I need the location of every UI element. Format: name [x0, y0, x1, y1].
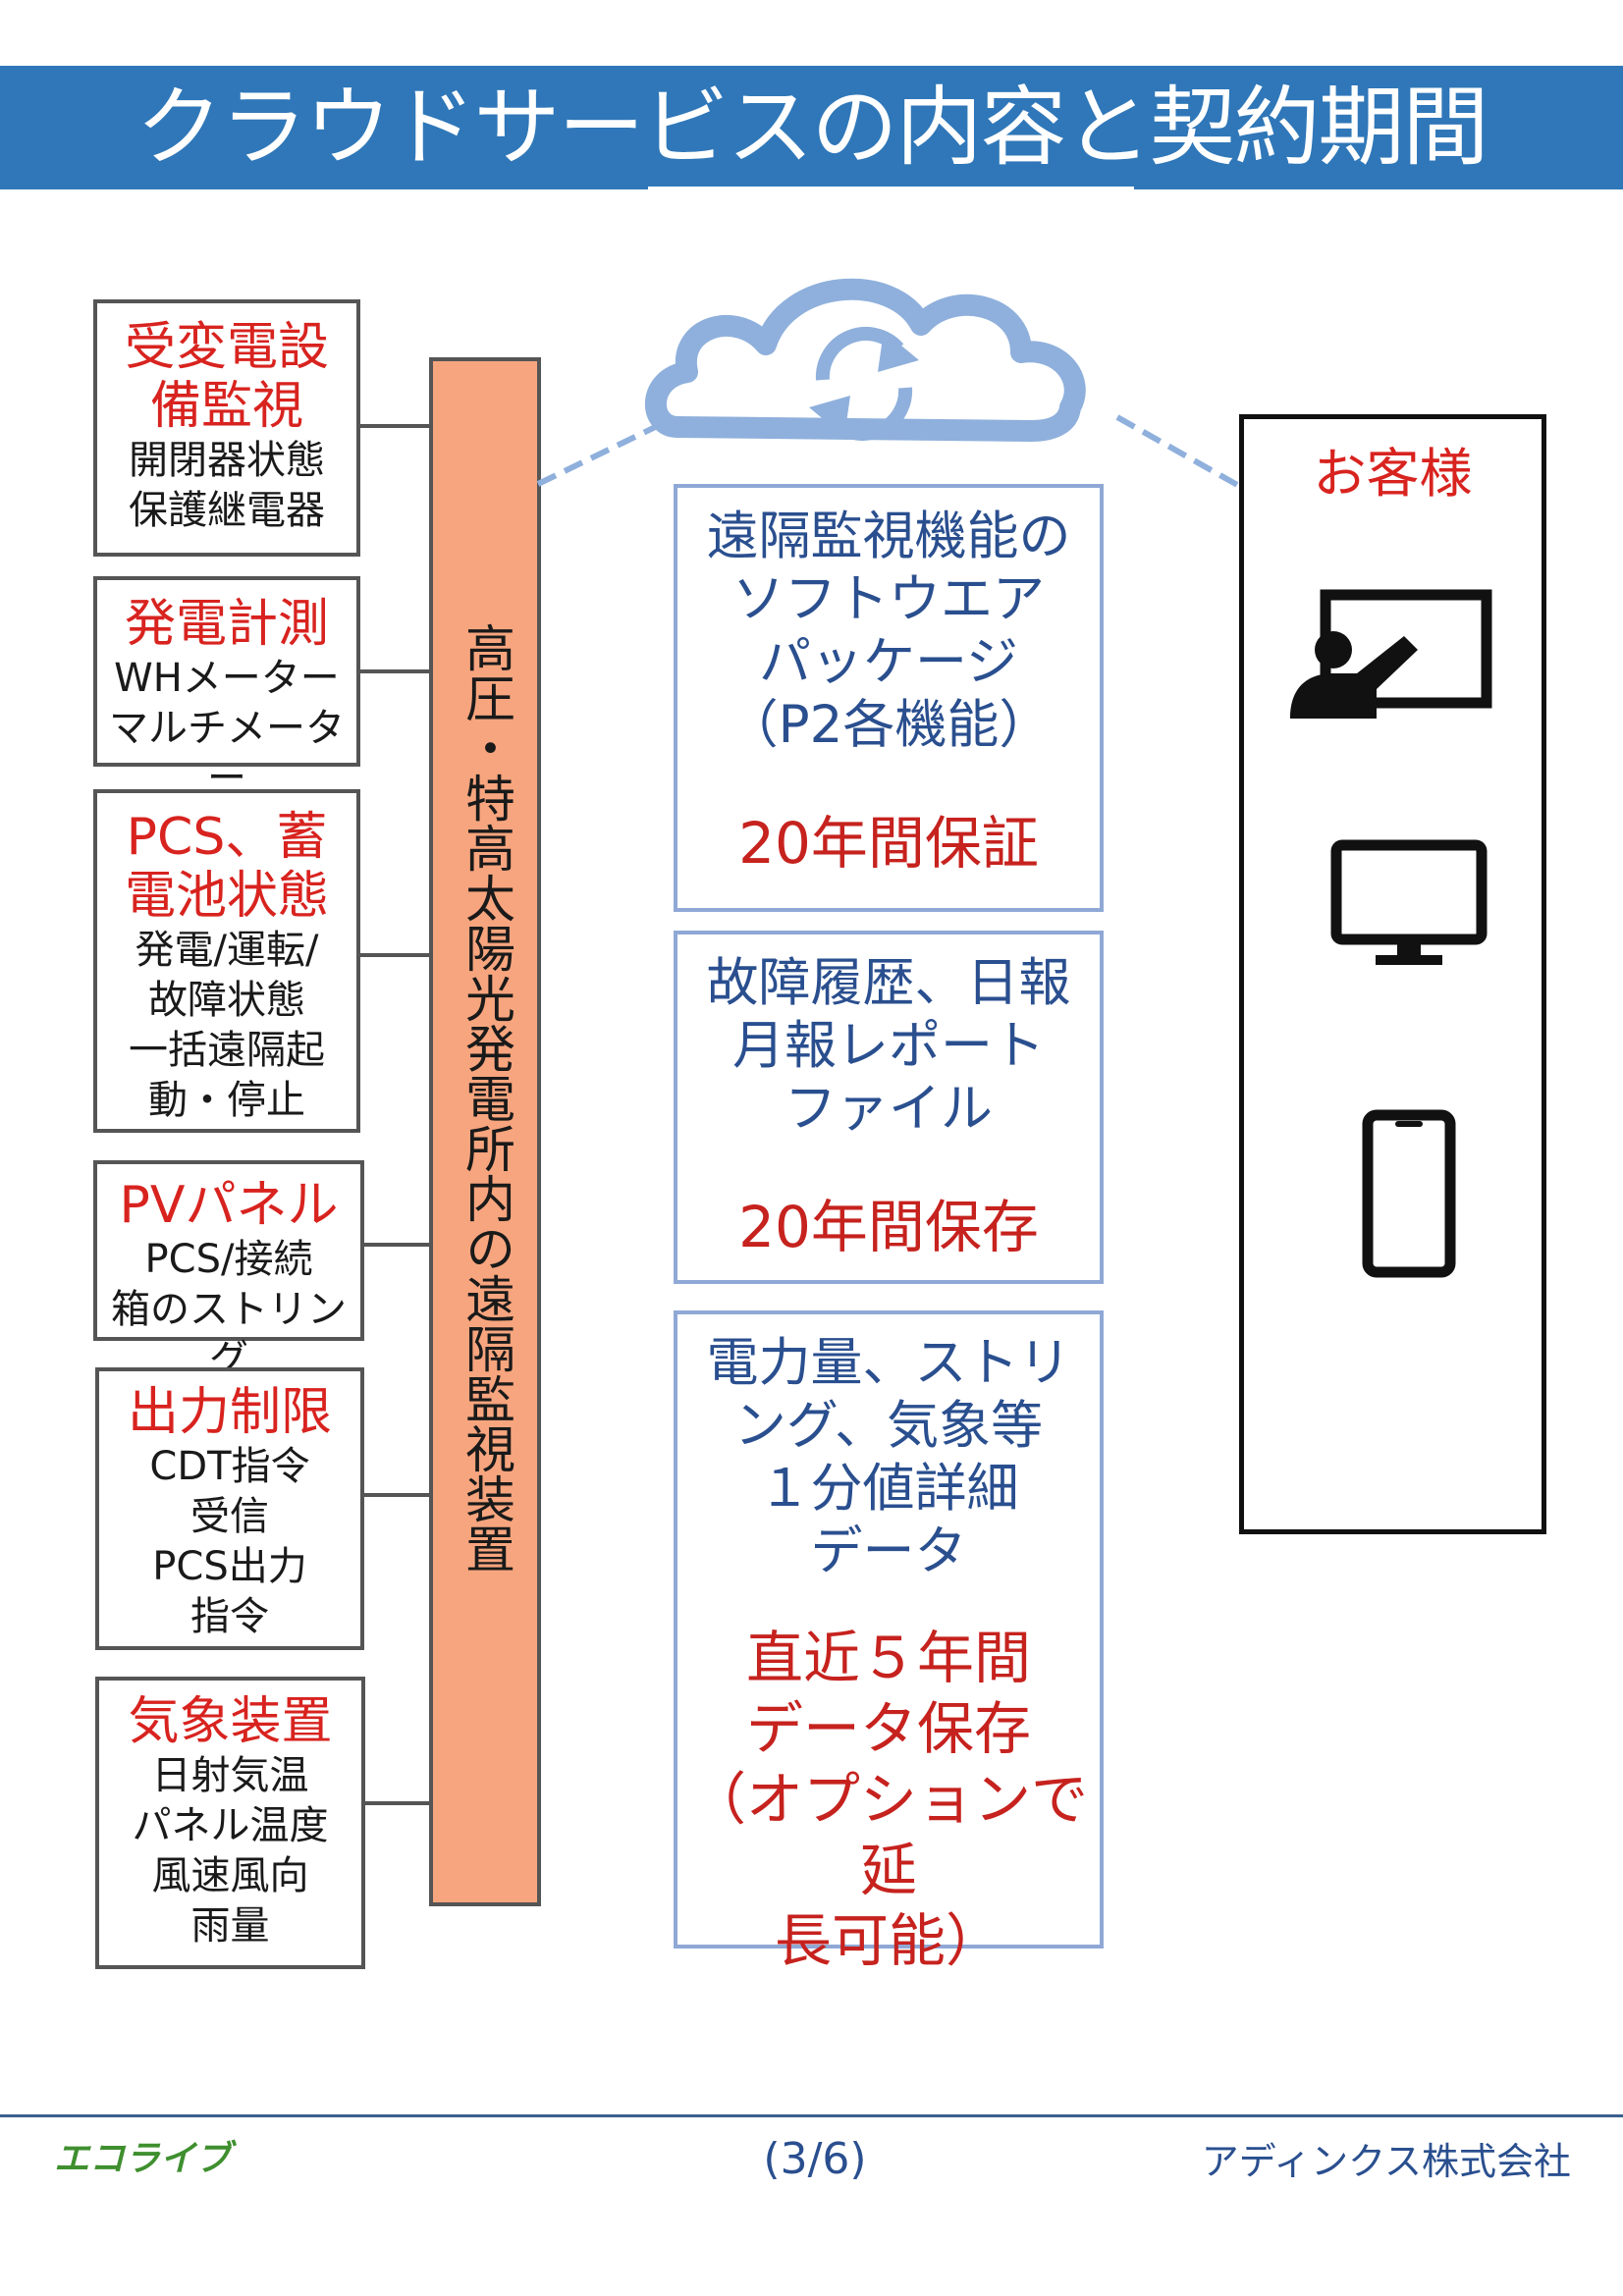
connector-line: [360, 669, 431, 673]
connector-line: [360, 424, 431, 428]
item-heading: PVパネル: [119, 1176, 339, 1235]
item-detail: 開閉器状態 保護継電器: [129, 438, 325, 533]
service-description: 故障履歴、日報 月報レポート ファイル: [706, 953, 1071, 1139]
item-box-substation: 受変電設 備監視 開閉器状態 保護継電器: [93, 299, 360, 557]
title-underline: [648, 187, 1134, 189]
cloud-diagram: [536, 278, 1241, 489]
device-label: 高圧・特高太陽光発電所内の遠隔監視装置: [456, 622, 514, 1574]
company-name: アディンクス株式会社: [1201, 2140, 1571, 2183]
item-box-power-measurement: 発電計測 WHメーター マルチメーター: [93, 576, 360, 801]
dashed-link-left: [536, 414, 677, 487]
presentation-icon: [1290, 589, 1492, 719]
monitor-icon: [1330, 839, 1488, 965]
item-box-pcs-battery: PCS、蓄 電池状態 発電/運転/ 故障状態 一括遠隔起 動・停止: [93, 789, 360, 1133]
service-term: 20年間保存: [738, 1194, 1039, 1260]
item-detail: 発電/運転/ 故障状態 一括遠隔起 動・停止: [129, 928, 325, 1123]
service-description: 電力量、ストリ ング、気象等 １分値詳細 データ: [706, 1333, 1071, 1581]
page-number: (3/6): [763, 2134, 867, 2184]
page-title: クラウドサービスの内容と契約期間: [135, 77, 1488, 178]
smartphone-icon: [1362, 1109, 1456, 1278]
item-detail: CDT指令 受信 PCS出力 指令: [149, 1444, 310, 1639]
connector-line: [365, 1801, 431, 1805]
title-bar: [0, 66, 1623, 189]
footer-rule: [0, 2114, 1623, 2117]
item-detail: PCS/接続 箱のストリング: [111, 1237, 347, 1382]
item-heading: PCS、蓄 電池状態: [124, 808, 329, 926]
service-term: 直近５年間 データ保存 （オプションで延 長可能）: [688, 1625, 1088, 1974]
service-box-software: 遠隔監視機能の ソフトウエア パッケージ （P2各機能） 20年間保証: [674, 484, 1104, 912]
remote-monitoring-device-bar: [429, 357, 541, 1906]
dashed-link-right: [1115, 414, 1241, 489]
connector-line: [364, 1493, 431, 1497]
footer-brand-logo: エコライブ: [54, 2139, 232, 2179]
customer-box: [1239, 414, 1546, 1534]
service-term: 20年間保証: [738, 810, 1039, 877]
connector-line: [364, 1243, 431, 1247]
item-heading: 受変電設 備監視: [124, 318, 329, 436]
service-description: 遠隔監視機能の ソフトウエア パッケージ （P2各機能）: [706, 507, 1071, 755]
item-heading: 気象装置: [128, 1692, 333, 1751]
item-box-output-limit: 出力制限 CDT指令 受信 PCS出力 指令: [95, 1367, 364, 1650]
item-detail: 日射気温 パネル温度 風速風向 雨量: [132, 1753, 329, 1949]
item-heading: 出力制限: [127, 1383, 332, 1442]
item-heading: 発電計測: [124, 595, 329, 654]
customer-label: お客様: [1313, 443, 1473, 505]
connector-line: [360, 953, 431, 957]
item-detail: WHメーター マルチメーター: [109, 656, 345, 801]
service-box-detail-data: 電力量、ストリ ング、気象等 １分値詳細 データ 直近５年間 データ保存 （オプ…: [674, 1310, 1104, 1974]
service-box-reports: 故障履歴、日報 月報レポート ファイル 20年間保存: [674, 931, 1104, 1284]
item-box-pv-panel: PVパネル PCS/接続 箱のストリング: [93, 1160, 364, 1382]
cloud-sync-icon: [645, 278, 1086, 442]
item-box-weather: 気象装置 日射気温 パネル温度 風速風向 雨量: [95, 1677, 365, 1969]
